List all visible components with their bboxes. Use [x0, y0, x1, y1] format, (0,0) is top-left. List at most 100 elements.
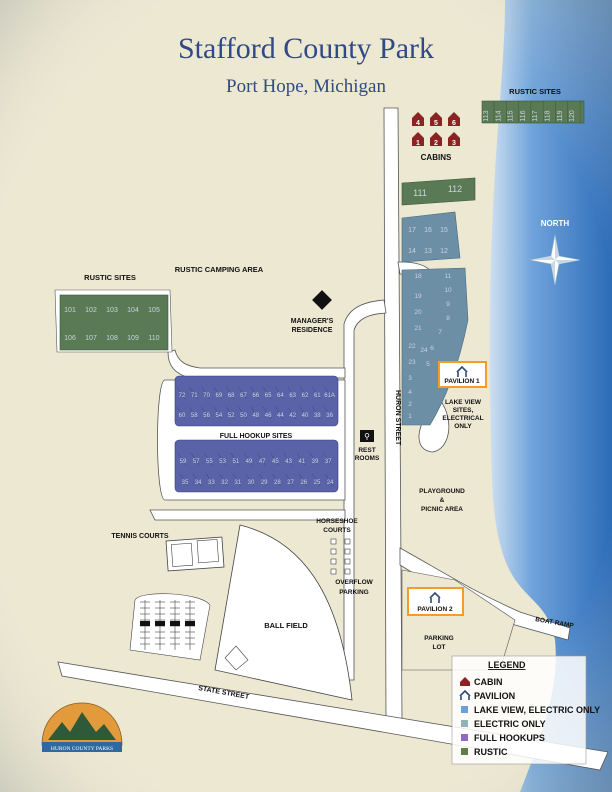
svg-text:PARKING: PARKING	[339, 589, 369, 596]
cabin-5: 5	[430, 112, 442, 127]
map-title: Stafford County Park	[178, 32, 434, 65]
site-26: 26	[300, 480, 307, 486]
site-23: 23	[408, 359, 416, 366]
cabin-2: 2	[430, 132, 442, 147]
site-33: 33	[208, 480, 215, 486]
site-55: 55	[206, 459, 213, 465]
site-28: 28	[274, 480, 281, 486]
sports-road	[149, 509, 346, 521]
site-109: 109	[127, 335, 139, 342]
site-32: 32	[221, 480, 228, 486]
horseshoe-pit	[344, 548, 351, 555]
legend-swatch	[461, 748, 468, 755]
legend-label: LAKE VIEW, ELECTRIC ONLY	[474, 705, 600, 715]
horseshoe-courts: HORSESHOE COURTS	[316, 518, 358, 575]
site-39: 39	[312, 459, 319, 465]
site-18: 18	[414, 273, 422, 280]
label-rest-2: ROOMS	[355, 455, 380, 462]
label-manager-2: RESIDENCE	[292, 327, 333, 334]
horseshoe-pit	[330, 558, 337, 565]
svg-text:PICNIC AREA: PICNIC AREA	[421, 506, 463, 513]
site-62: 62	[302, 393, 309, 399]
compass: NORTH	[529, 219, 581, 286]
site-116: 116	[520, 110, 527, 121]
svg-text:5: 5	[434, 120, 438, 127]
site-46: 46	[265, 413, 272, 419]
site-21: 21	[414, 325, 422, 332]
svg-text:2: 2	[434, 140, 438, 147]
cabin-icon	[430, 132, 442, 146]
rustic-111-112: 111 112	[401, 177, 476, 206]
legend-item: FULL HOOKUPS	[461, 733, 545, 743]
site-45: 45	[272, 459, 279, 465]
site-42: 42	[289, 413, 296, 419]
site-29: 29	[261, 480, 268, 486]
legend-label: PAVILION	[474, 691, 515, 701]
site-57: 57	[193, 459, 200, 465]
site-47: 47	[259, 459, 266, 465]
site-104: 104	[127, 307, 139, 314]
site-112: 112	[448, 184, 462, 194]
label-pavilion-2: PAVILION 2	[417, 606, 453, 613]
cabin-1: 1	[412, 132, 424, 147]
site-2: 2	[408, 401, 412, 408]
site-105: 105	[148, 307, 160, 314]
pavilion-2-highlight	[407, 587, 464, 616]
label-pavilion-1: PAVILION 1	[444, 378, 480, 385]
site-68: 68	[228, 393, 235, 399]
label-rustic-sites-top: RUSTIC SITES	[509, 87, 561, 96]
svg-text:HORSESHOE: HORSESHOE	[316, 518, 358, 525]
legend-item: PAVILION	[459, 689, 515, 701]
horseshoe-pit	[330, 548, 337, 555]
label-rustic-sites-left: RUSTIC SITES	[84, 273, 136, 282]
legend-item: CABIN	[460, 677, 503, 687]
site-101: 101	[64, 307, 76, 314]
legend-label: RUSTIC	[474, 747, 508, 757]
site-9: 9	[446, 301, 450, 308]
pavilion-1: PAVILION 1	[438, 361, 487, 388]
site-37: 37	[325, 459, 332, 465]
site-35: 35	[182, 480, 189, 486]
label-tennis-courts: TENNIS COURTS	[111, 533, 169, 540]
site-40: 40	[302, 413, 309, 419]
site-61: 61	[314, 393, 321, 399]
legend-item: ELECTRIC ONLY	[461, 719, 546, 729]
site-3: 3	[408, 375, 412, 382]
restrooms: ⚲ REST ROOMS	[355, 430, 380, 462]
site-15: 15	[440, 227, 448, 234]
label-rest-1: REST	[358, 447, 375, 454]
site-71: 71	[191, 393, 198, 399]
site-16: 16	[424, 227, 432, 234]
site-27: 27	[287, 480, 294, 486]
site-5: 5	[426, 361, 430, 368]
svg-text:COURTS: COURTS	[323, 527, 351, 534]
svg-text:ONLY: ONLY	[454, 423, 472, 430]
site-41: 41	[298, 459, 305, 465]
playground-label: PLAYGROUND & PICNIC AREA	[419, 488, 465, 513]
legend-label: ELECTRIC ONLY	[474, 719, 546, 729]
svg-text:OVERFLOW: OVERFLOW	[335, 579, 373, 586]
site-106: 106	[64, 335, 76, 342]
site-20: 20	[414, 309, 422, 316]
site-10: 10	[444, 287, 452, 294]
site-22: 22	[408, 343, 416, 350]
site-56: 56	[203, 413, 210, 419]
site-120: 120	[569, 110, 576, 122]
site-65: 65	[265, 393, 272, 399]
site-49: 49	[246, 459, 253, 465]
svg-text:PLAYGROUND: PLAYGROUND	[419, 488, 465, 495]
site-70: 70	[203, 393, 210, 399]
legend-label: CABIN	[474, 677, 503, 687]
site-14: 14	[408, 248, 416, 255]
svg-text:SITES,: SITES,	[453, 407, 474, 414]
legend-item: LAKE VIEW, ELECTRIC ONLY	[461, 705, 600, 715]
site-69: 69	[216, 393, 223, 399]
site-59: 59	[180, 459, 187, 465]
site-12: 12	[440, 248, 448, 255]
svg-text:3: 3	[452, 140, 456, 147]
tennis-courts: TENNIS COURTS	[111, 533, 225, 572]
